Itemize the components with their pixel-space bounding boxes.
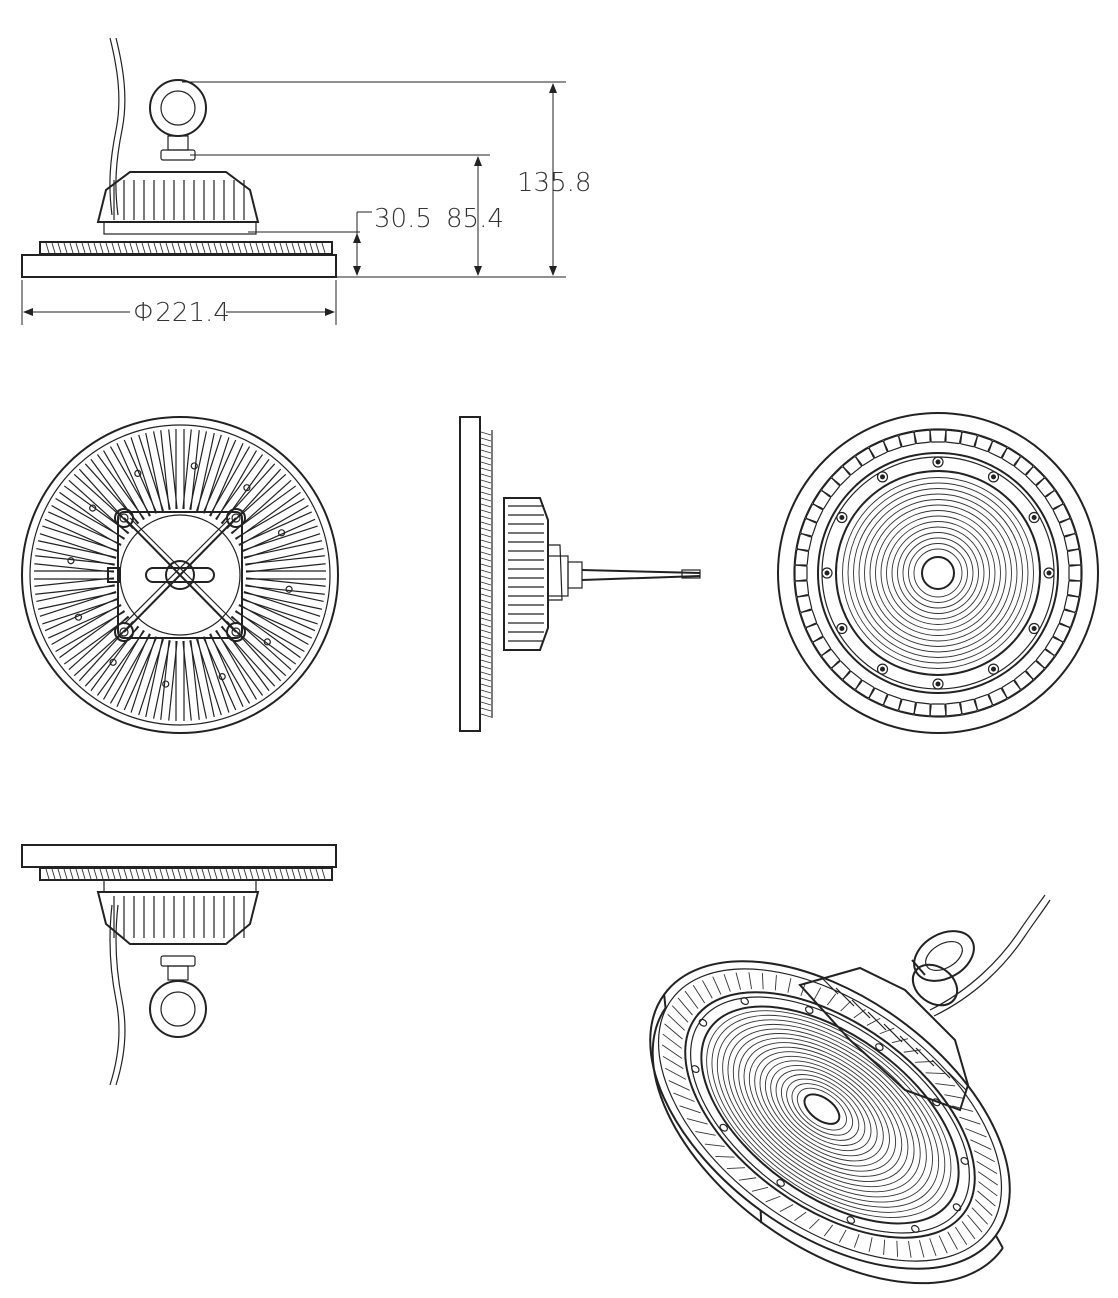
- dim-body-height: 85.4: [446, 204, 504, 234]
- iso-eye-bolt: [913, 930, 975, 982]
- dim-diameter: Φ221.4: [133, 298, 230, 328]
- isometric-housing: [798, 894, 1051, 1112]
- dim-overall-height: 135.8: [517, 168, 591, 198]
- bottom-view: [777, 412, 1099, 734]
- side-view-up: 135.8 85.4 30.5 Φ221.4: [21, 37, 591, 328]
- isometric-view: [649, 960, 1011, 1285]
- eye-bolt: [149, 79, 207, 137]
- base-plate: [21, 254, 337, 278]
- dim-base-height: 30.5: [374, 204, 432, 234]
- driver-box: [117, 511, 243, 639]
- cable: [109, 37, 120, 216]
- side-view-down: [21, 844, 337, 1086]
- top-view: [21, 416, 339, 734]
- driver-housing: [96, 171, 260, 223]
- side-view-profile: [459, 416, 701, 732]
- profile-base: [459, 416, 481, 732]
